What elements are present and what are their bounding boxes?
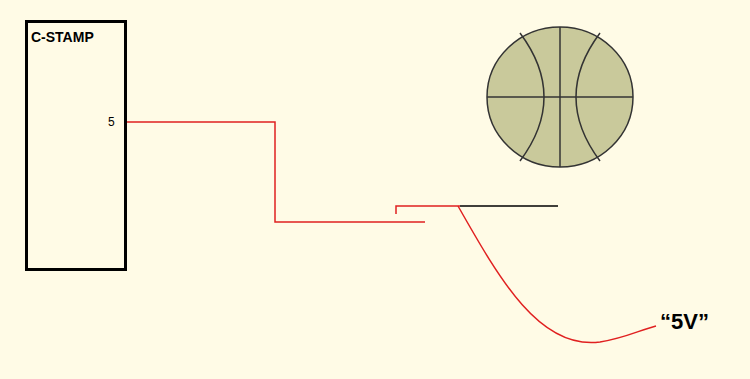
basketball bbox=[487, 27, 633, 167]
supply-wire bbox=[458, 206, 656, 343]
microcontroller-box: C-STAMP bbox=[25, 20, 127, 271]
voltage-label: “5V” bbox=[660, 309, 709, 335]
switch-contact bbox=[396, 206, 460, 214]
pin-number: 5 bbox=[108, 115, 115, 129]
component-name: C-STAMP bbox=[28, 23, 124, 51]
switch-contact-plate bbox=[460, 205, 558, 207]
signal-wire bbox=[127, 122, 425, 222]
